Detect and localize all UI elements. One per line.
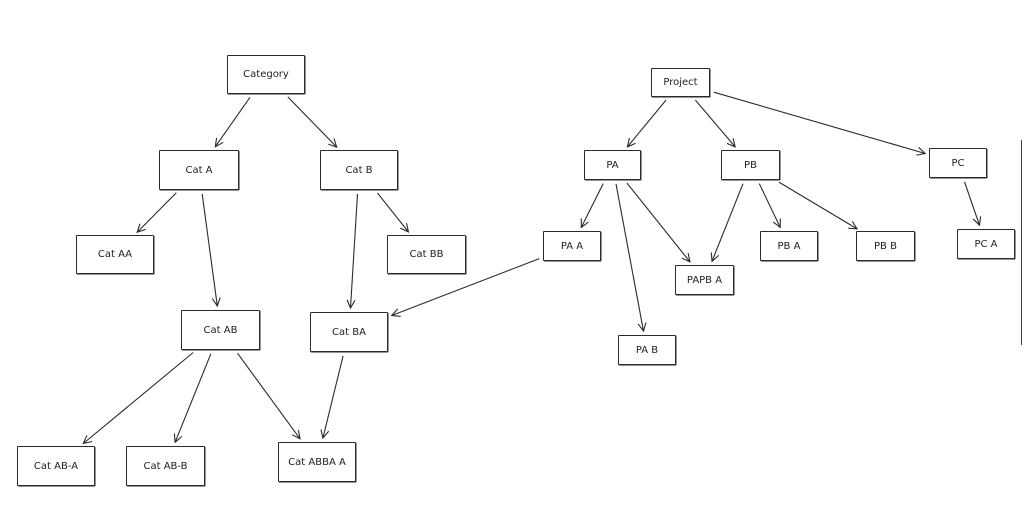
edge-pa-to-pa-a [581,183,604,228]
node-cat-b[interactable]: Cat B [320,150,398,190]
node-category[interactable]: Category [227,55,305,94]
node-cat-abba-a[interactable]: Cat ABBA A [278,442,356,482]
edge-pa-a-to-cat-ba [392,258,540,316]
node-cat-aa[interactable]: Cat AA [76,235,154,274]
edge-pb-to-pb-a [758,183,780,228]
edge-category-to-cat-b [287,96,337,147]
node-pc[interactable]: PC [929,148,987,178]
edge-project-to-pc [713,91,925,153]
node-pb-a[interactable]: PB A [760,231,818,261]
canvas-edge-line [1021,140,1022,345]
node-cat-bb[interactable]: Cat BB [387,235,466,274]
node-pa-a[interactable]: PA A [543,231,601,261]
node-project[interactable]: Project [651,68,710,97]
node-cat-ba[interactable]: Cat BA [310,312,388,352]
edge-cat-a-to-cat-ab [201,193,217,306]
edge-pb-to-papb-a [712,183,744,262]
node-pb-b[interactable]: PB B [856,231,915,261]
edge-cat-ab-to-cat-ab-a [83,352,194,444]
edge-pa-to-pa-b [615,183,644,331]
edge-cat-ab-to-cat-ab-b [175,353,212,443]
node-papb-a[interactable]: PAPB A [675,265,734,295]
edge-cat-b-to-cat-ba [351,193,359,308]
node-pc-a[interactable]: PC A [957,229,1015,259]
node-cat-ab-b[interactable]: Cat AB-B [126,446,205,486]
node-pb[interactable]: PB [721,150,780,180]
edge-cat-a-to-cat-aa [137,192,177,232]
edge-cat-ba-to-cat-abba-a [323,355,344,438]
node-pa[interactable]: PA [584,150,641,180]
edge-project-to-pa [627,99,667,147]
edge-project-to-pb [694,99,735,147]
edge-category-to-cat-a [215,96,251,146]
node-cat-ab[interactable]: Cat AB [181,310,260,350]
node-pa-b[interactable]: PA B [618,335,676,365]
node-cat-a[interactable]: Cat A [159,150,239,190]
edge-cat-ab-to-cat-abba-a [237,352,301,439]
edge-pc-to-pc-a [963,181,980,225]
edge-pb-to-pb-b [778,181,857,229]
node-cat-ab-a[interactable]: Cat AB-A [17,446,95,486]
edge-pa-to-papb-a [626,182,690,262]
edge-cat-b-to-cat-bb [377,192,409,232]
